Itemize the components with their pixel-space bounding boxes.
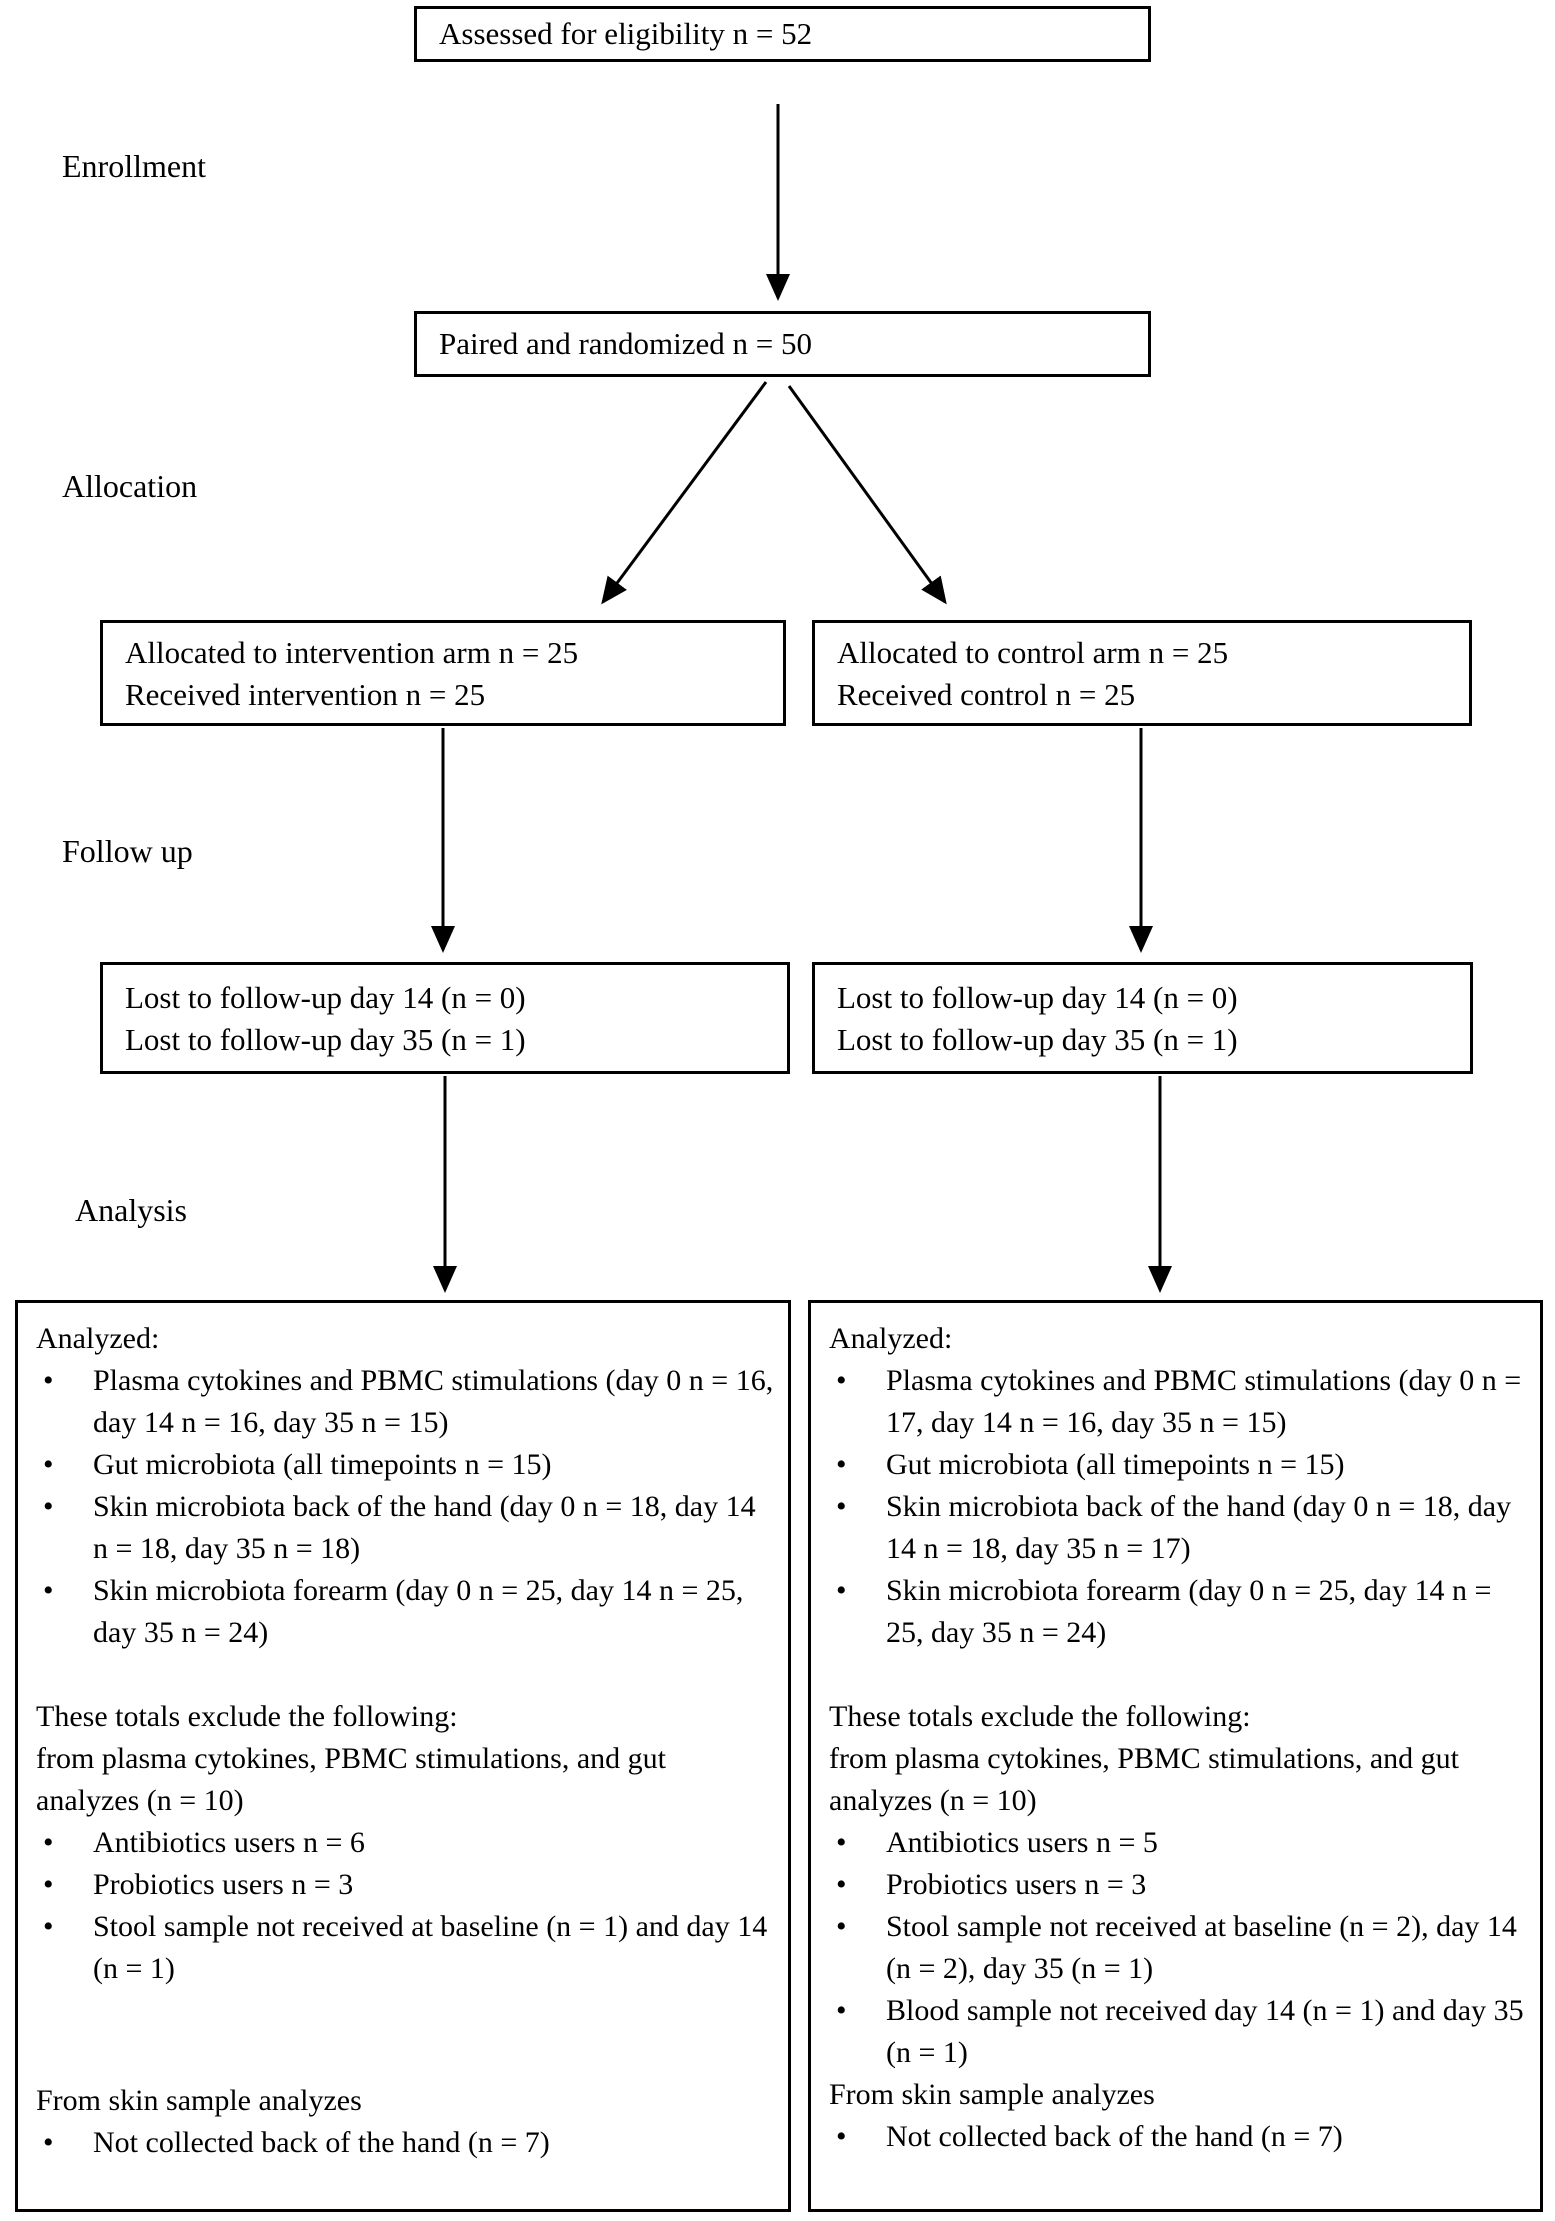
bullet-item: • Not collected back of the hand (n = 7) [36, 2122, 776, 2164]
stage-label-follow-up: Follow up [62, 833, 193, 869]
bullet-icon: • [836, 2120, 847, 2153]
arrow-randomized-to-control [787, 385, 947, 605]
bullet-icon: • [43, 2126, 54, 2159]
box-assessed-eligibility: Assessed for eligibility n = 52 [414, 6, 1151, 62]
followup-intervention-line2: Lost to follow-up day 35 (n = 1) [125, 1022, 526, 1057]
bullet-icon: • [836, 1448, 847, 1481]
allocated-control-line1: Allocated to control arm n = 25 [837, 635, 1229, 670]
stage-label-allocation: Allocation [62, 468, 198, 504]
analysis-intervention-exclude-list: • Antibiotics users n = 6 • Probiotics user… [36, 1822, 776, 1990]
bullet-icon: • [836, 1868, 847, 1901]
box-allocated-control: Allocated to control arm n = 25 Received… [812, 620, 1472, 726]
bullet-icon: • [43, 1448, 54, 1481]
stage-label-enrollment: Enrollment [62, 148, 206, 184]
bullet-item: • Skin microbiota back of the hand (day 0… [36, 1486, 776, 1570]
bullet-text: Gut microbiota (all timepoints n = 15) [886, 1448, 1345, 1481]
bullet-text: Probiotics users n = 3 [886, 1868, 1147, 1901]
bullet-icon: • [836, 1364, 847, 1397]
bullet-text: Skin microbiota back of the hand (day 0 … [93, 1490, 756, 1565]
bullet-icon: • [43, 1826, 54, 1859]
bullet-item: • Probiotics users n = 3 [36, 1864, 776, 1906]
allocated-control-line2: Received control n = 25 [837, 677, 1136, 712]
stage-label-analysis: Analysis [75, 1192, 187, 1228]
bullet-text: Skin microbiota back of the hand (day 0 … [886, 1490, 1512, 1565]
bullet-item: • Skin microbiota forearm (day 0 n = 25, … [36, 1570, 776, 1654]
bullet-text: Antibiotics users n = 5 [886, 1826, 1158, 1859]
box-followup-control: Lost to follow-up day 14 (n = 0) Lost to… [812, 962, 1473, 1074]
bullet-icon: • [43, 1574, 54, 1607]
followup-control-line1: Lost to follow-up day 14 (n = 0) [837, 980, 1238, 1015]
bullet-item: • Skin microbiota forearm (day 0 n = 25, … [829, 1570, 1528, 1654]
box-analysis-intervention: Analyzed: • Plasma cytokines and PBMC sti… [15, 1300, 791, 2212]
analysis-intervention-skin-list: • Not collected back of the hand (n = 7) [36, 2122, 776, 2164]
followup-intervention-line1: Lost to follow-up day 14 (n = 0) [125, 980, 526, 1015]
bullet-item: • Plasma cytokines and PBMC stimulations … [36, 1360, 776, 1444]
bullet-text: Blood sample not received day 14 (n = 1)… [886, 1994, 1524, 2069]
bullet-item: • Skin microbiota back of the hand (day 0… [829, 1486, 1528, 1570]
bullet-item: • Plasma cytokines and PBMC stimulations … [829, 1360, 1528, 1444]
bullet-text: Gut microbiota (all timepoints n = 15) [93, 1448, 552, 1481]
bullet-icon: • [836, 1826, 847, 1859]
bullet-text: Skin microbiota forearm (day 0 n = 25, d… [886, 1574, 1492, 1649]
box-analysis-control: Analyzed: • Plasma cytokines and PBMC sti… [808, 1300, 1543, 2212]
arrow-randomized-to-intervention [601, 381, 768, 605]
bullet-text: Stool sample not received at baseline (n… [93, 1910, 768, 1985]
bullet-icon: • [836, 1490, 847, 1523]
analysis-intervention-skin-heading: From skin sample analyzes [36, 2084, 362, 2117]
bullet-item: • Antibiotics users n = 5 [829, 1822, 1528, 1864]
box-allocated-intervention: Allocated to intervention arm n = 25 Rec… [100, 620, 786, 726]
analysis-control-analyzed-list: • Plasma cytokines and PBMC stimulations … [829, 1360, 1528, 1654]
bullet-item: • Probiotics users n = 3 [829, 1864, 1528, 1906]
analysis-intervention-exclude-line2: from plasma cytokines, PBMC stimulations… [36, 1742, 666, 1817]
analysis-intervention-exclude-line1: These totals exclude the following: [36, 1700, 458, 1733]
bullet-text: Skin microbiota forearm (day 0 n = 25, d… [93, 1574, 744, 1649]
box-assessed-eligibility-text: Assessed for eligibility n = 52 [439, 16, 813, 51]
bullet-text: Plasma cytokines and PBMC stimulations (… [93, 1364, 774, 1439]
bullet-text: Not collected back of the hand (n = 7) [886, 2120, 1343, 2153]
box-followup-intervention: Lost to follow-up day 14 (n = 0) Lost to… [100, 962, 790, 1074]
analysis-intervention-heading: Analyzed: [36, 1322, 160, 1355]
bullet-text: Antibiotics users n = 6 [93, 1826, 365, 1859]
bullet-item: • Not collected back of the hand (n = 7) [829, 2116, 1528, 2158]
bullet-text: Not collected back of the hand (n = 7) [93, 2126, 550, 2159]
followup-control-line2: Lost to follow-up day 35 (n = 1) [837, 1022, 1238, 1057]
analysis-control-skin-list: • Not collected back of the hand (n = 7) [829, 2116, 1528, 2158]
bullet-item: • Gut microbiota (all timepoints n = 15) [36, 1444, 776, 1486]
analysis-control-exclude-line2: from plasma cytokines, PBMC stimulations… [829, 1742, 1459, 1817]
analysis-intervention-analyzed-list: • Plasma cytokines and PBMC stimulations … [36, 1360, 776, 1654]
bullet-text: Probiotics users n = 3 [93, 1868, 354, 1901]
bullet-item: • Gut microbiota (all timepoints n = 15) [829, 1444, 1528, 1486]
bullet-icon: • [43, 1910, 54, 1943]
box-paired-randomized-text: Paired and randomized n = 50 [439, 326, 813, 361]
bullet-item: • Stool sample not received at baseline (… [36, 1906, 776, 1990]
allocated-intervention-line1: Allocated to intervention arm n = 25 [125, 635, 579, 670]
bullet-item: • Stool sample not received at baseline (… [829, 1906, 1528, 1990]
bullet-icon: • [43, 1364, 54, 1397]
bullet-icon: • [836, 1994, 847, 2027]
allocated-intervention-line2: Received intervention n = 25 [125, 677, 486, 712]
bullet-text: Stool sample not received at baseline (n… [886, 1910, 1517, 1985]
bullet-item: • Blood sample not received day 14 (n = 1… [829, 1990, 1528, 2074]
bullet-item: • Antibiotics users n = 6 [36, 1822, 776, 1864]
bullet-icon: • [836, 1574, 847, 1607]
bullet-text: Plasma cytokines and PBMC stimulations (… [886, 1364, 1522, 1439]
box-paired-randomized: Paired and randomized n = 50 [414, 311, 1151, 377]
analysis-control-exclude-line1: These totals exclude the following: [829, 1700, 1251, 1733]
bullet-icon: • [43, 1868, 54, 1901]
analysis-control-heading: Analyzed: [829, 1322, 953, 1355]
bullet-icon: • [43, 1490, 54, 1523]
analysis-control-exclude-list: • Antibiotics users n = 5 • Probiotics user… [829, 1822, 1528, 2074]
analysis-control-skin-heading: From skin sample analyzes [829, 2078, 1155, 2111]
bullet-icon: • [836, 1910, 847, 1943]
